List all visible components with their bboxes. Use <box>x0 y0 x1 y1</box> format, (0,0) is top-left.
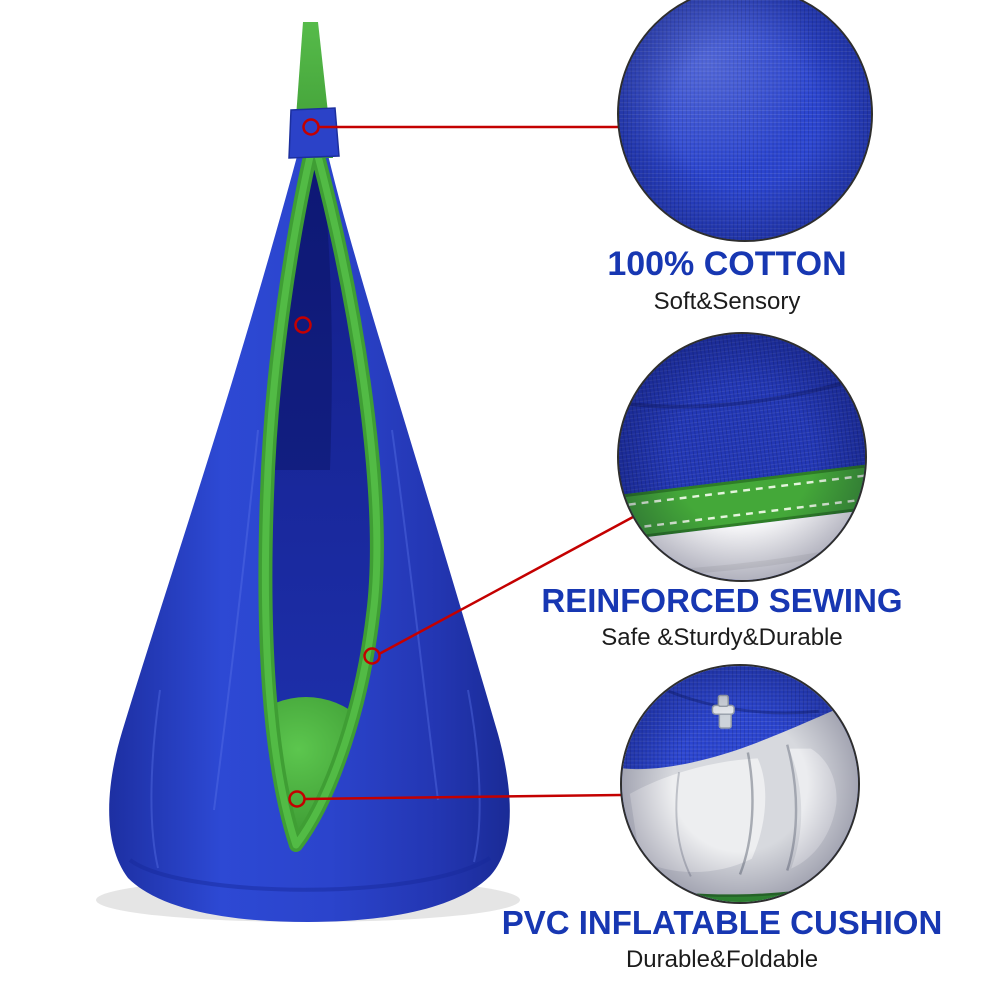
feature-photo-cotton <box>617 0 873 242</box>
cotton-texture <box>619 0 871 240</box>
sewing-closeup <box>619 334 865 580</box>
callout-lines <box>303 125 634 801</box>
callout-markers <box>288 118 381 808</box>
opening-trim-highlight <box>261 144 381 849</box>
cushion-closeup <box>622 666 858 902</box>
feature-block-cotton: 100% COTTON Soft&Sensory <box>497 245 957 316</box>
feature-subtitle-sewing: Safe &Sturdy&Durable <box>601 623 843 651</box>
feature-subtitle-cotton: Soft&Sensory <box>653 287 801 315</box>
feature-block-sewing: REINFORCED SEWING Safe &Sturdy&Durable <box>492 582 952 652</box>
marker-strap <box>302 118 320 136</box>
feature-title-cushion: PVC INFLATABLE CUSHION <box>501 904 943 941</box>
feature-title-cotton: 100% COTTON <box>607 245 847 283</box>
marker-fabric <box>294 316 312 334</box>
fabric-creases <box>128 429 492 892</box>
marker-cushion <box>288 790 306 808</box>
feature-block-cushion: PVC INFLATABLE CUSHION Durable&Foldable <box>472 904 972 974</box>
feature-subtitle-cushion: Durable&Foldable <box>625 945 819 973</box>
callout-line-sewing <box>378 515 634 656</box>
callout-line-cushion <box>303 793 622 801</box>
feature-photo-cushion <box>620 664 860 904</box>
marker-trim <box>363 647 381 665</box>
feature-photo-sewing <box>617 332 867 582</box>
feature-title-sewing: REINFORCED SEWING <box>541 582 903 619</box>
interior-shadow <box>271 148 332 470</box>
